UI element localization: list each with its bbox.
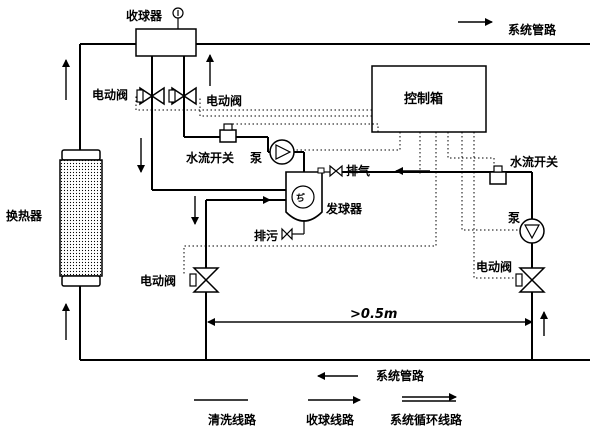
heat-exchanger-label: 换热器 bbox=[6, 208, 43, 223]
ball-launcher: ぢ bbox=[285, 171, 323, 222]
flow-switch-left-label: 水流开关 bbox=[186, 150, 234, 165]
exhaust-valve bbox=[317, 164, 343, 178]
flow-arrows bbox=[62, 18, 548, 380]
distance-label: >0.5m bbox=[350, 307, 397, 322]
legend-cleaning-label: 清洗线路 bbox=[208, 412, 257, 427]
pump-left-label: 泵 bbox=[250, 151, 262, 165]
svg-text:ぢ: ぢ bbox=[296, 192, 305, 204]
drain-valve bbox=[281, 227, 293, 241]
motorized-valve-2 bbox=[168, 86, 197, 106]
collector bbox=[135, 7, 197, 57]
system-pipe-bottom-label: 系统管路 bbox=[376, 368, 425, 383]
flow-switch-right bbox=[489, 165, 507, 185]
valve-left-1-label: 电动阀 bbox=[92, 87, 128, 102]
drain-label: 排污 bbox=[254, 228, 278, 243]
system-pipe-bottom bbox=[79, 286, 590, 361]
launcher-label: 发球器 bbox=[325, 201, 363, 216]
pump-left bbox=[269, 139, 295, 165]
valve-right-label: 电动阀 bbox=[476, 259, 512, 274]
exhaust-label: 排气 bbox=[346, 163, 370, 178]
pump-right bbox=[519, 218, 545, 244]
motorized-valve-right bbox=[515, 267, 546, 293]
valve-bottom-left-label: 电动阀 bbox=[140, 273, 176, 288]
collector-label: 收球器 bbox=[126, 8, 163, 23]
motorized-valve-1 bbox=[136, 86, 165, 106]
heat-exchanger bbox=[59, 149, 103, 287]
flow-switch-left bbox=[219, 123, 237, 143]
control-box bbox=[371, 65, 487, 133]
control-signal-lines bbox=[135, 96, 520, 279]
legend-collecting-label: 收球线路 bbox=[306, 412, 355, 427]
legend-graphics bbox=[194, 393, 457, 404]
motorized-valve-bottom-left bbox=[189, 267, 220, 293]
system-pipe-top-label: 系统管路 bbox=[508, 22, 557, 37]
legend-system-circulation-label: 系统循环线路 bbox=[390, 412, 463, 427]
valve-left-2-label: 电动阀 bbox=[206, 93, 242, 108]
pump-right-label: 泵 bbox=[508, 211, 520, 225]
flow-switch-right-label: 水流开关 bbox=[510, 154, 558, 169]
control-box-label: 控制箱 bbox=[404, 91, 443, 107]
